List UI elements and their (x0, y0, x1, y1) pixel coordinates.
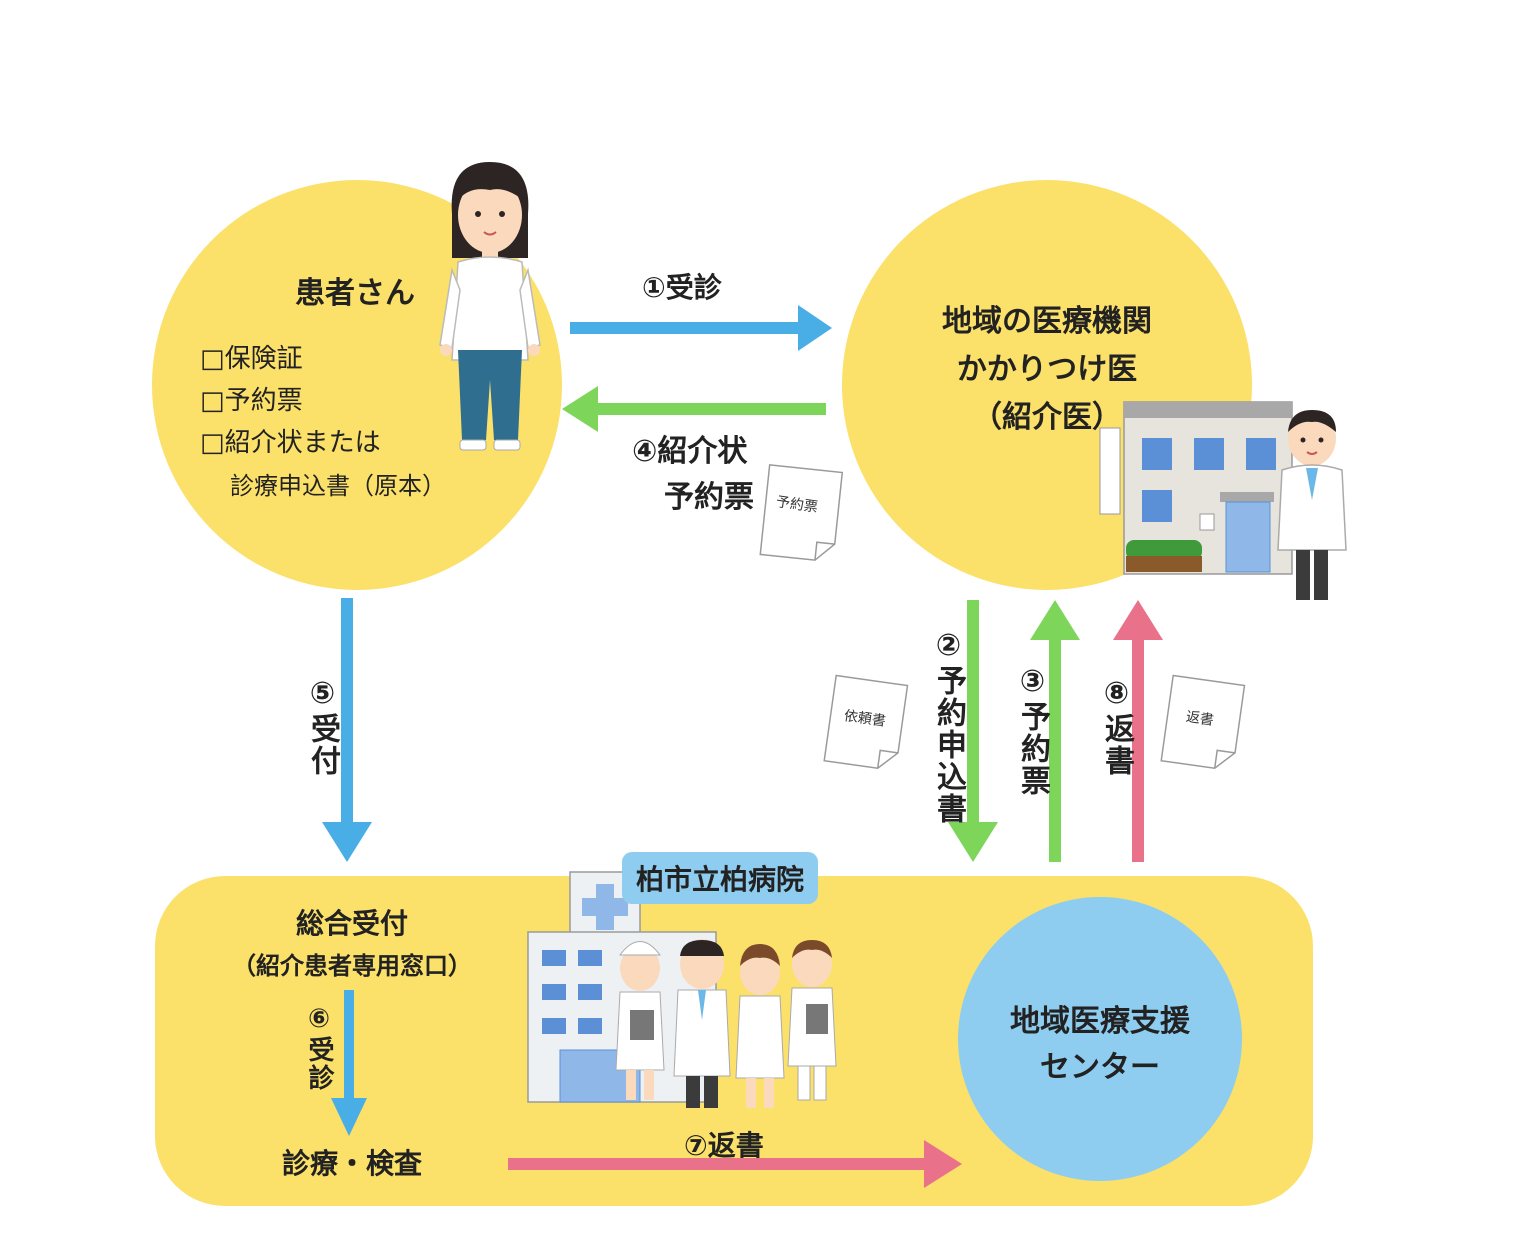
general-reception: 総合受付 (295, 907, 408, 940)
arrow-referral-letter (562, 386, 826, 432)
referral-patient-window: （紹介患者専用窓口） (232, 952, 472, 980)
patient-item-insurance-card: □保険証 (200, 344, 303, 374)
step-3-label: ③予約票 (1015, 664, 1050, 797)
patient-title: 患者さん (295, 276, 415, 311)
step-1-label: ①受診 (642, 271, 722, 304)
arrow-consultation (331, 990, 367, 1136)
patient-item-reservation-ticket: □予約票 (200, 386, 303, 416)
patient-item-referral-letter: □紹介状または (200, 428, 381, 458)
arrow-reservation-request (948, 600, 998, 862)
hospital-name-tag: 柏市立柏病院 (622, 852, 819, 904)
step-5-label: ⑤受付 (305, 676, 340, 777)
step-6-label: ⑥受診 (304, 1004, 334, 1092)
document-reservation-ticket (759, 464, 844, 561)
step-4-label-line2: 予約票 (664, 480, 754, 515)
step-2-label: ②予約申込書 (931, 628, 966, 825)
patient-item-application-form: 診療申込書（原本） (230, 472, 446, 500)
center-title-line2: センター (1040, 1050, 1160, 1085)
step-7-label: ⑦返書 (684, 1129, 764, 1162)
clinic-family-doctor: かかりつけ医 (956, 352, 1138, 387)
exam-and-tests: 診療・検査 (281, 1147, 422, 1180)
arrow-reply-to-clinic (1113, 600, 1163, 862)
center-circle (958, 897, 1242, 1181)
clinic-referring-doctor: （紹介医） (972, 400, 1122, 435)
center-title-line1: 地域医療支援 (1010, 1004, 1190, 1039)
document-request-form (823, 674, 909, 770)
step-8-label: ⑧返書 (1099, 676, 1134, 777)
document-reply (1160, 674, 1246, 770)
step-4-label-line1: ④紹介状 (632, 434, 748, 469)
clinic-title: 地域の医療機関 (942, 304, 1152, 339)
arrow-reply-to-center (508, 1140, 962, 1188)
arrow-visit (570, 305, 832, 351)
arrow-reservation-ticket (1030, 600, 1080, 862)
document-reply-label: 返書 (1184, 709, 1215, 729)
arrow-reception (322, 598, 372, 862)
